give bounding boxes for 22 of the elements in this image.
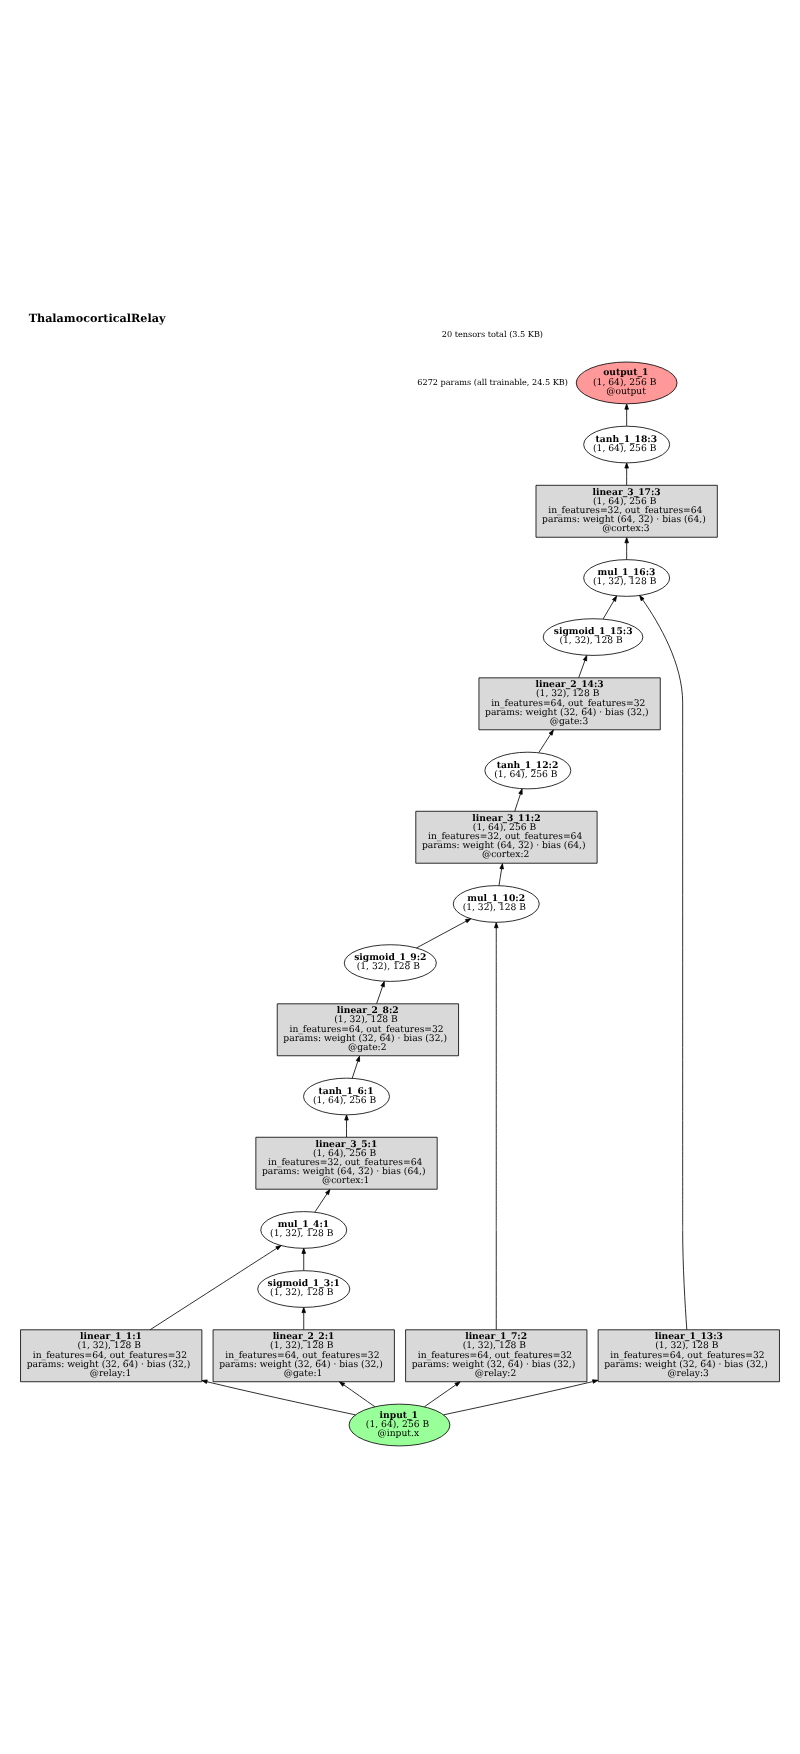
arrow [416, 917, 472, 948]
arrow [344, 1113, 349, 1137]
arrow [639, 594, 688, 1330]
arrow [578, 654, 588, 677]
arrow [424, 1380, 461, 1407]
arrow [201, 1378, 356, 1415]
arrow [351, 1054, 360, 1078]
arrow [624, 402, 629, 426]
arrow [498, 862, 504, 886]
arrow [602, 594, 617, 619]
arrow [538, 728, 554, 752]
arrow [624, 461, 629, 485]
arrow [339, 1380, 376, 1407]
arrow [494, 921, 499, 1329]
arrow [624, 536, 629, 560]
arrow [376, 980, 385, 1003]
arrow [443, 1378, 599, 1415]
arrow [149, 1244, 282, 1330]
arrow [301, 1306, 306, 1329]
arrow [514, 787, 523, 811]
arrow [314, 1188, 331, 1212]
arrow [301, 1246, 306, 1270]
